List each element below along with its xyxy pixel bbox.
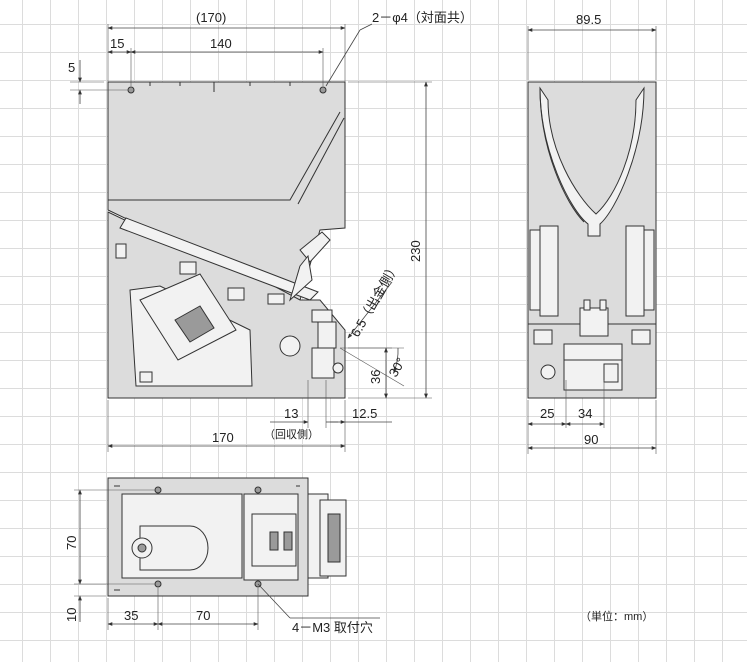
dim-side-125: 12.5 xyxy=(352,406,377,421)
dim-side-170: 170 xyxy=(212,430,234,445)
dim-front-34: 34 xyxy=(578,406,592,421)
bottom-view: 70 10 35 70 4－M3 取付穴 xyxy=(64,477,380,635)
dim-side-13: 13 xyxy=(284,406,298,421)
side-view: (170) 15 140 5 2－φ4（対面共） 230 30° 6.5（出金側… xyxy=(68,10,473,452)
dim-bottom-35: 35 xyxy=(124,608,138,623)
dim-front-895: 89.5 xyxy=(576,12,601,27)
dim-side-total-paren: (170) xyxy=(196,10,226,25)
dim-side-5: 5 xyxy=(68,60,75,75)
dim-front-90: 90 xyxy=(584,432,598,447)
dim-bottom-10: 10 xyxy=(64,608,79,622)
dim-side-holes: 2－φ4（対面共） xyxy=(372,10,473,25)
front-view: 89.5 25 34 90 xyxy=(527,12,657,454)
dim-bottom-70v: 70 xyxy=(64,536,79,550)
dim-front-25: 25 xyxy=(540,406,554,421)
dim-side-15: 15 xyxy=(110,36,124,51)
dim-side-30: 30° xyxy=(386,355,409,380)
dim-side-recover: （回収側） xyxy=(264,428,319,441)
dim-side-36: 36 xyxy=(368,370,383,384)
dim-bottom-m3: 4－M3 取付穴 xyxy=(292,620,373,635)
dim-side-140: 140 xyxy=(210,36,232,51)
dim-side-65: 6.5（出金側） xyxy=(348,260,403,339)
unit-note: （単位：mm） xyxy=(580,609,653,623)
dim-side-230: 230 xyxy=(408,240,423,262)
dim-bottom-70h: 70 xyxy=(196,608,210,623)
